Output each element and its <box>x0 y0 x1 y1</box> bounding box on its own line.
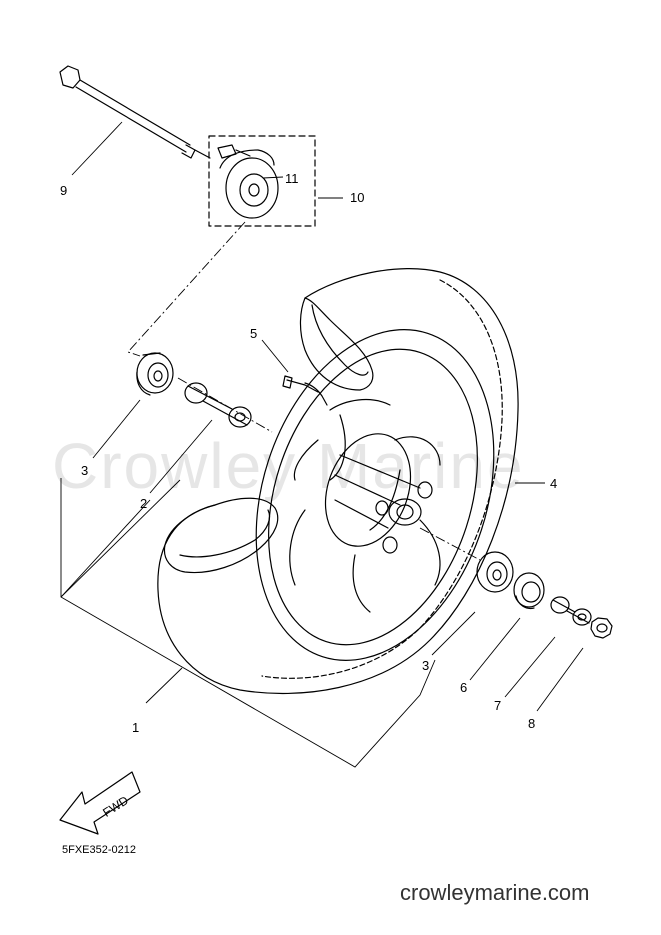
oil-seal <box>513 572 545 610</box>
valve-part <box>282 375 328 406</box>
site-footer[interactable]: crowleymarine.com <box>400 880 590 905</box>
fwd-label: FWD <box>100 793 131 820</box>
callout-6: 4 <box>550 476 557 491</box>
collar-right <box>550 596 592 626</box>
wheel-axle <box>59 65 211 159</box>
center-line <box>127 221 481 561</box>
callout-5: 6 <box>460 680 467 695</box>
drawing-code: 5FXE352-0212 <box>62 844 136 856</box>
callout-3-right: 3 <box>422 658 429 673</box>
callout-2: 2 <box>140 496 147 511</box>
leader-lines <box>60 121 584 768</box>
bearing-left <box>136 352 174 396</box>
wheel-assembly <box>157 267 519 695</box>
watermark: Crowley Marine <box>52 430 525 502</box>
callout-9: 9 <box>60 183 67 198</box>
callout-11: 11 <box>285 171 299 186</box>
callout-4: 7 <box>494 698 501 713</box>
bearing-right <box>476 551 514 593</box>
fwd-arrow-icon <box>59 771 141 835</box>
axle-nut <box>590 617 613 639</box>
gear-unit <box>208 135 316 227</box>
spacer-collar <box>184 382 252 428</box>
callout-3-left: 3 <box>81 463 88 478</box>
callout-8: 8 <box>528 716 535 731</box>
callout-1: 1 <box>132 720 139 735</box>
callout-10: 10 <box>350 190 364 205</box>
callout-7: 5 <box>250 326 257 341</box>
